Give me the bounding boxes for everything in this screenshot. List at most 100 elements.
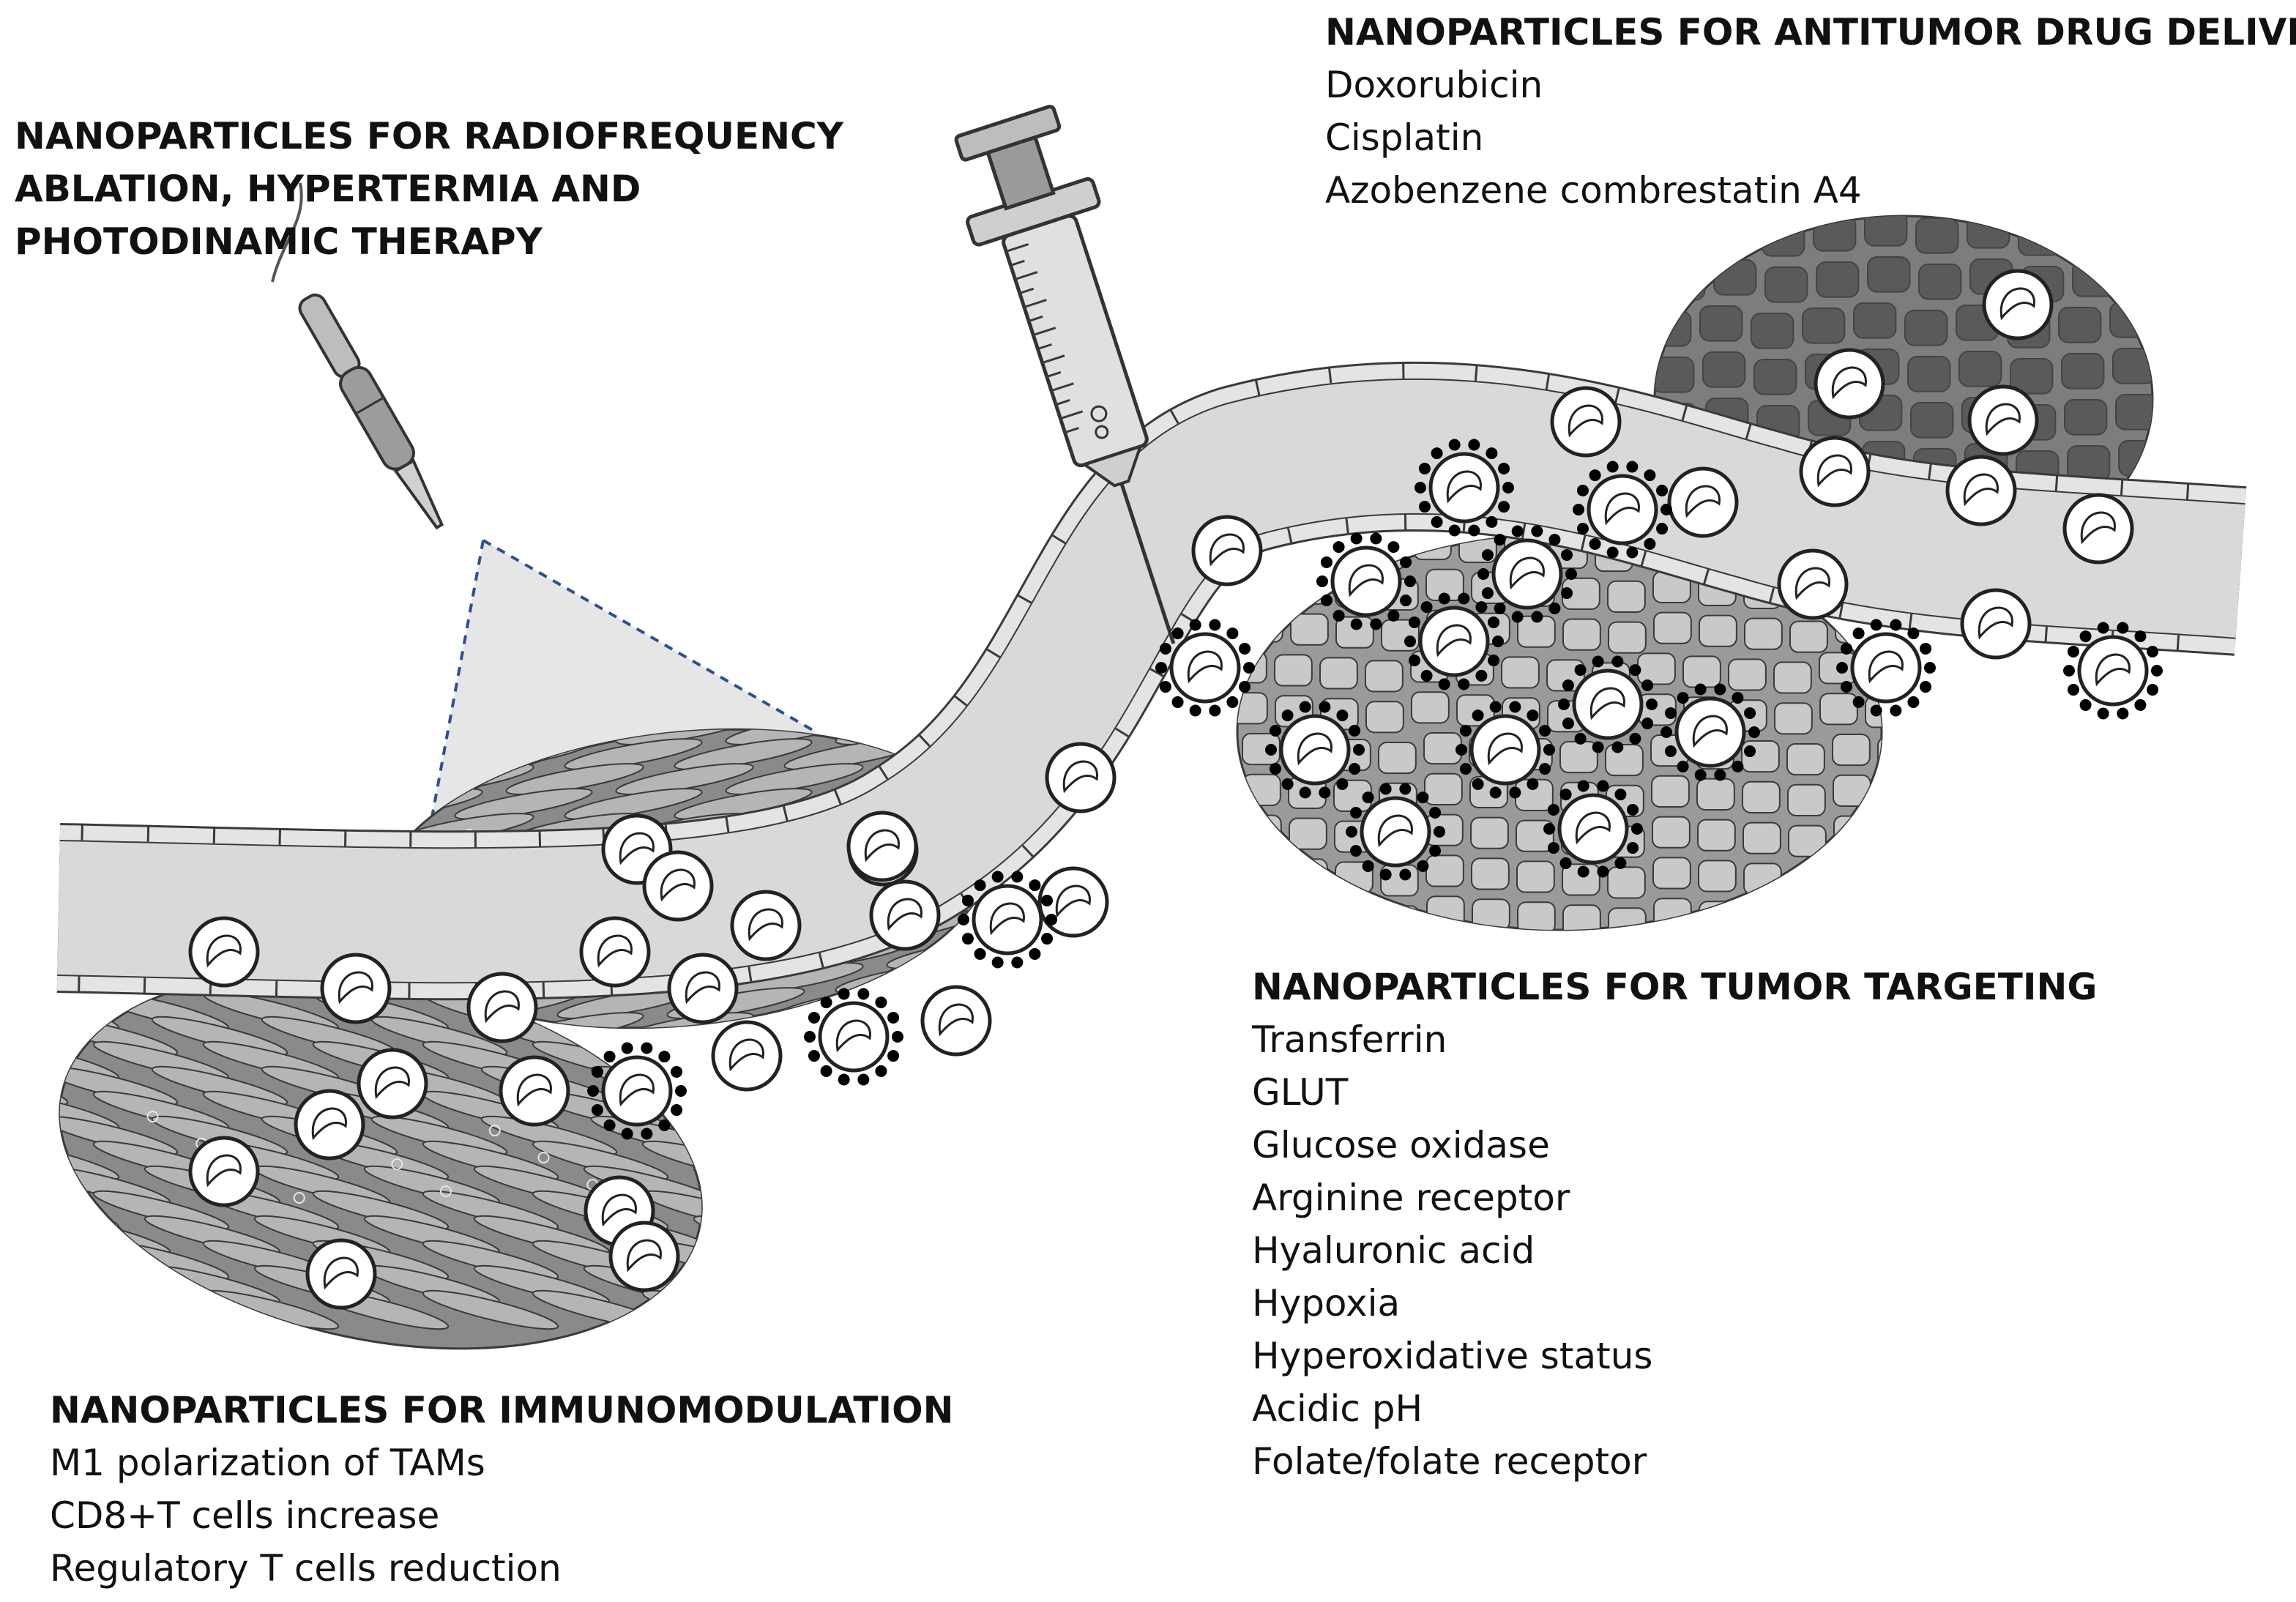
ligand-dot bbox=[1597, 780, 1609, 792]
ligand-dot bbox=[2079, 698, 2092, 711]
ligand-dot bbox=[1316, 575, 1328, 587]
particle-core bbox=[1509, 556, 1545, 590]
targeted-nanoparticle-icon bbox=[1404, 592, 1504, 690]
ligand-dot bbox=[1420, 669, 1433, 682]
ligand-dot bbox=[1171, 627, 1184, 640]
tumor-targeting-item: Hyaluronic acid bbox=[1252, 1229, 1535, 1272]
tumor-cell bbox=[2069, 216, 2113, 251]
syringe-tick bbox=[1015, 271, 1038, 280]
ligand-dot bbox=[1920, 681, 1932, 693]
ligand-dot bbox=[1547, 842, 1559, 854]
tumor-cell bbox=[1290, 899, 1329, 930]
tumor-cell bbox=[1289, 817, 1327, 850]
ligand-dot bbox=[1539, 763, 1551, 775]
particle-core bbox=[1187, 650, 1223, 684]
ligand-dot bbox=[1349, 763, 1361, 775]
tumor-cell bbox=[1608, 621, 1647, 654]
tumor-cell bbox=[1655, 357, 1695, 393]
ligand-dot bbox=[1558, 698, 1570, 710]
radiofrequency-probe-icon bbox=[271, 182, 444, 530]
tumor-cell bbox=[1682, 655, 1721, 688]
vessel-wall-cell-border bbox=[146, 825, 150, 842]
ligand-dot bbox=[1562, 718, 1574, 730]
ligand-dot bbox=[1189, 619, 1201, 631]
ligand-dot bbox=[1744, 707, 1756, 719]
ligand-dot bbox=[958, 914, 969, 925]
ligand-dot bbox=[1664, 707, 1677, 719]
tumor-cell bbox=[2109, 302, 2152, 338]
nanoparticle-icon bbox=[642, 850, 714, 922]
ligand-dot bbox=[1574, 732, 1587, 745]
ligand-dot bbox=[1299, 701, 1311, 713]
targeted-nanoparticle-icon bbox=[2063, 622, 2163, 720]
particle-core bbox=[685, 971, 720, 1005]
vessel-wall-cell-border bbox=[1474, 365, 1478, 381]
ligand-dot bbox=[1606, 461, 1619, 473]
particle-core bbox=[1963, 473, 1999, 507]
ligand-dot bbox=[1408, 655, 1420, 667]
ligand-dot bbox=[1362, 791, 1374, 804]
vessel-wall-cell-border bbox=[1908, 614, 1913, 630]
syringe-tick bbox=[1042, 354, 1065, 365]
ligand-dot bbox=[1744, 745, 1756, 758]
targeted-nanoparticle-icon bbox=[1155, 619, 1255, 717]
ligand-dot bbox=[1732, 692, 1744, 704]
tumor-cell bbox=[1879, 859, 1882, 892]
particle-core bbox=[311, 1107, 347, 1141]
tumor-targeting-item: Hypoxia bbox=[1252, 1282, 1401, 1325]
ligand-dot bbox=[1475, 601, 1488, 614]
ligand-dot bbox=[1907, 696, 1920, 708]
ligand-dot bbox=[1459, 724, 1472, 737]
ligand-dot bbox=[1577, 865, 1589, 878]
nanoparticle-icon bbox=[1550, 386, 1622, 458]
tumor-cell bbox=[1918, 264, 1962, 300]
ligand-dot bbox=[1511, 525, 1524, 537]
tumor-cell bbox=[2064, 399, 2108, 436]
tumor-targeting-item: Transferrin bbox=[1252, 1018, 1447, 1061]
tumor-cell bbox=[1813, 216, 1857, 252]
ligand-dot bbox=[1011, 871, 1024, 883]
ligand-dot bbox=[991, 956, 1004, 969]
targeted-nanoparticle-icon bbox=[587, 1042, 687, 1140]
particle-core bbox=[2080, 511, 2116, 545]
ligand-dot bbox=[1548, 602, 1561, 614]
tumor-cell bbox=[1816, 261, 1860, 298]
nanoparticle-icon bbox=[305, 1238, 377, 1310]
ligand-dot bbox=[1046, 914, 1057, 925]
syringe-tick bbox=[1055, 399, 1070, 406]
ligand-dot bbox=[1332, 609, 1345, 622]
targeted-nanoparticle-icon bbox=[1316, 532, 1416, 630]
particle-core bbox=[484, 990, 520, 1024]
vessel-wall-cell-border bbox=[818, 953, 824, 969]
particle-core bbox=[938, 1003, 974, 1037]
tumor-cell bbox=[1559, 741, 1598, 774]
ligand-dot bbox=[1269, 763, 1281, 775]
tumor-cell bbox=[1865, 696, 1882, 729]
ligand-dot bbox=[1565, 568, 1577, 580]
tumor-cell bbox=[1833, 774, 1871, 807]
ligand-dot bbox=[1350, 618, 1363, 630]
fiber-nucleus bbox=[488, 1125, 501, 1136]
ligand-dot bbox=[1494, 534, 1506, 546]
nanoparticle-icon bbox=[188, 1136, 260, 1207]
ligand-dot bbox=[1920, 642, 1932, 655]
ligand-dot bbox=[603, 1051, 616, 1063]
particle-core bbox=[206, 1154, 242, 1188]
particle-core bbox=[1685, 485, 1721, 518]
particle-core bbox=[989, 902, 1025, 936]
blood-vessel bbox=[56, 361, 2247, 1001]
vessel-wall-cell-border bbox=[1928, 463, 1932, 480]
ablation-section: NANOPARTICLES FOR RADIOFREQUENCY ABLATIO… bbox=[15, 110, 843, 268]
ligand-dot bbox=[2067, 684, 2079, 696]
ligand-dot bbox=[1159, 642, 1171, 655]
ligand-dot bbox=[1614, 857, 1627, 869]
tumor-cell bbox=[1319, 657, 1358, 690]
drug-delivery-list: Doxorubicin Cisplatin Azobenzene combres… bbox=[1325, 59, 2292, 217]
tumor-cell bbox=[1562, 863, 1600, 896]
ablation-heading-line-3: PHOTODINAMIC THERAPY bbox=[15, 220, 543, 263]
muscle-fiber bbox=[92, 1289, 230, 1330]
particle-core bbox=[2095, 653, 2131, 687]
muscle-fiber bbox=[641, 1289, 737, 1330]
nanoparticle-icon bbox=[1191, 515, 1263, 586]
